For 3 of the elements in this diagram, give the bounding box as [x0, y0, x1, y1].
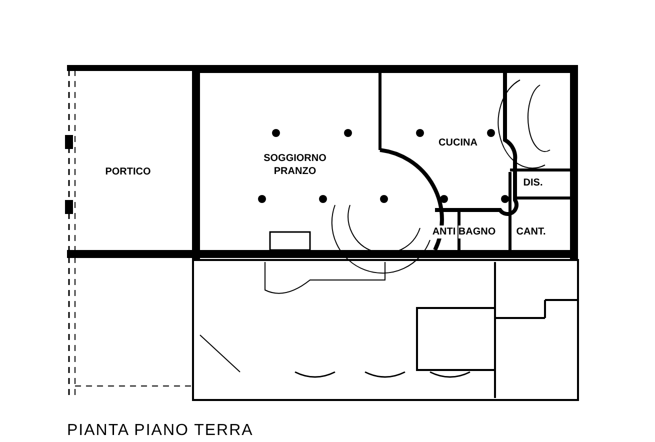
room-label: BAGNO — [458, 226, 496, 238]
room-label: ANTI — [432, 226, 456, 238]
plan-caption: PIANTA PIANO TERRA — [67, 422, 254, 440]
